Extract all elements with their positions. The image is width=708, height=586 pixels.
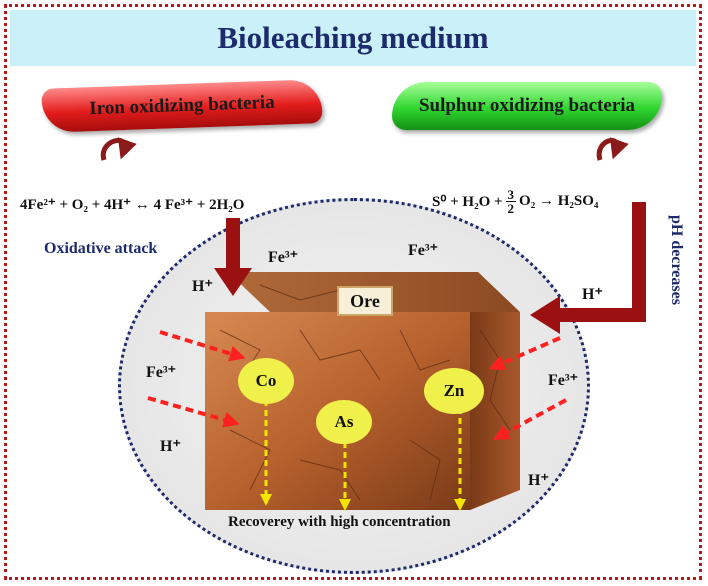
sulphur-eq-frac-den: 2 (507, 201, 515, 216)
sulphur-eq-fraction: 3 2 (505, 187, 517, 216)
ore-label: Ore (350, 290, 380, 311)
ion-h-bottom-right: H⁺ (528, 472, 549, 489)
metal-co: Co (238, 358, 294, 404)
metal-zn-label: Zn (443, 381, 465, 400)
ion-fe3-top-left: Fe³⁺ (268, 249, 299, 266)
yellow-dashed-arrows (260, 400, 466, 511)
diagram-title: Bioleaching medium (217, 20, 489, 55)
curved-arrow-left (100, 137, 137, 161)
red-dashed-arrows (147, 330, 567, 440)
ore-cube-side (470, 312, 520, 510)
ion-fe3-right: Fe³⁺ (548, 372, 579, 389)
ion-h-right-arrow: H⁺ (582, 286, 603, 303)
arrow-right-down (632, 202, 646, 320)
sulphur-eq-frac-num: 3 (505, 187, 517, 202)
recovery-label: Recoverey with high concentration (228, 514, 451, 530)
ore-label-box: Ore (337, 286, 393, 316)
sulphur-oxidation-equation: S⁰ + H₂O + 3 2 O₂ → H₂SO₄ (432, 188, 598, 215)
oxidative-attack-label: Oxidative attack (44, 240, 158, 257)
iron-oxidation-equation: 4Fe²⁺ + O₂ + 4H⁺ ↔ 4 Fe³⁺ + 2H₂O (20, 197, 245, 213)
ion-h-top-left: H⁺ (192, 278, 213, 295)
ion-fe3-left: Fe³⁺ (146, 364, 177, 381)
down-arrow-left (214, 218, 252, 296)
metal-zn: Zn (424, 368, 484, 414)
sulphur-eq-suffix: O₂ → H₂SO₄ (519, 193, 599, 209)
metal-as-label: As (334, 412, 354, 431)
sulphur-eq-prefix: S⁰ + H₂O + (432, 194, 503, 210)
sulphur-bacteria-pill: Sulphur oxidizing bacteria (392, 82, 662, 130)
outer-frame (4, 4, 702, 580)
ion-fe3-top-right: Fe³⁺ (408, 242, 439, 259)
curved-arrow-right (596, 137, 629, 161)
arrow-left-into-cube (530, 296, 646, 334)
sulphur-bacteria-label: Sulphur oxidizing bacteria (418, 95, 636, 116)
title-bar: Bioleaching medium (10, 10, 696, 66)
ion-h-left: H⁺ (160, 438, 181, 455)
metal-as: As (316, 400, 372, 444)
metal-co-label: Co (255, 371, 277, 390)
ph-decreases-label: pH decreases (668, 215, 685, 305)
